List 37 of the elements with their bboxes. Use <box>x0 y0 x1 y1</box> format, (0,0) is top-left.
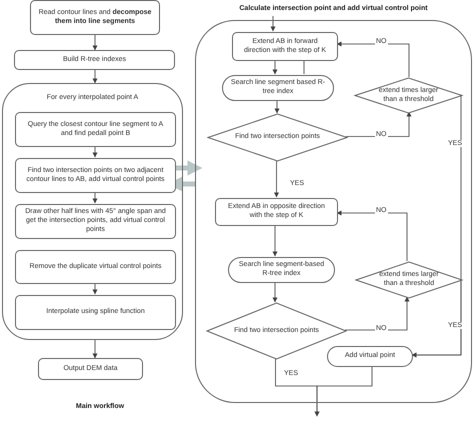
process-box <box>15 112 176 147</box>
arrow <box>346 112 412 137</box>
process-box <box>215 198 338 226</box>
arrow <box>270 16 276 32</box>
loop-container <box>2 83 183 340</box>
block-arrow <box>175 160 202 176</box>
arrow <box>92 34 98 50</box>
process-box <box>38 358 143 380</box>
arrow <box>336 42 410 78</box>
arrow <box>274 160 279 198</box>
decision-diamond <box>356 262 462 298</box>
arrow <box>314 366 372 416</box>
arrow <box>274 100 280 114</box>
arrow <box>344 296 410 330</box>
process-box <box>15 158 176 193</box>
arrow <box>412 278 462 358</box>
process-box <box>15 250 176 284</box>
process-box <box>14 50 175 70</box>
decision-diamond <box>207 303 346 359</box>
arrow <box>92 146 98 158</box>
process-box <box>30 0 160 35</box>
terminal-box <box>222 75 334 101</box>
process-box <box>15 295 176 330</box>
arrow <box>272 282 278 302</box>
terminal-box <box>228 257 335 283</box>
arrow <box>336 210 408 262</box>
decision-diamond <box>208 114 347 161</box>
arrow <box>92 192 98 204</box>
arrow <box>272 60 278 74</box>
arrow <box>272 224 278 256</box>
terminal-box <box>327 346 413 367</box>
arrow <box>92 70 98 84</box>
arrow <box>92 340 98 358</box>
process-box <box>232 32 338 61</box>
arrow <box>92 282 98 294</box>
process-box <box>15 204 176 239</box>
decision-diamond <box>355 78 462 113</box>
